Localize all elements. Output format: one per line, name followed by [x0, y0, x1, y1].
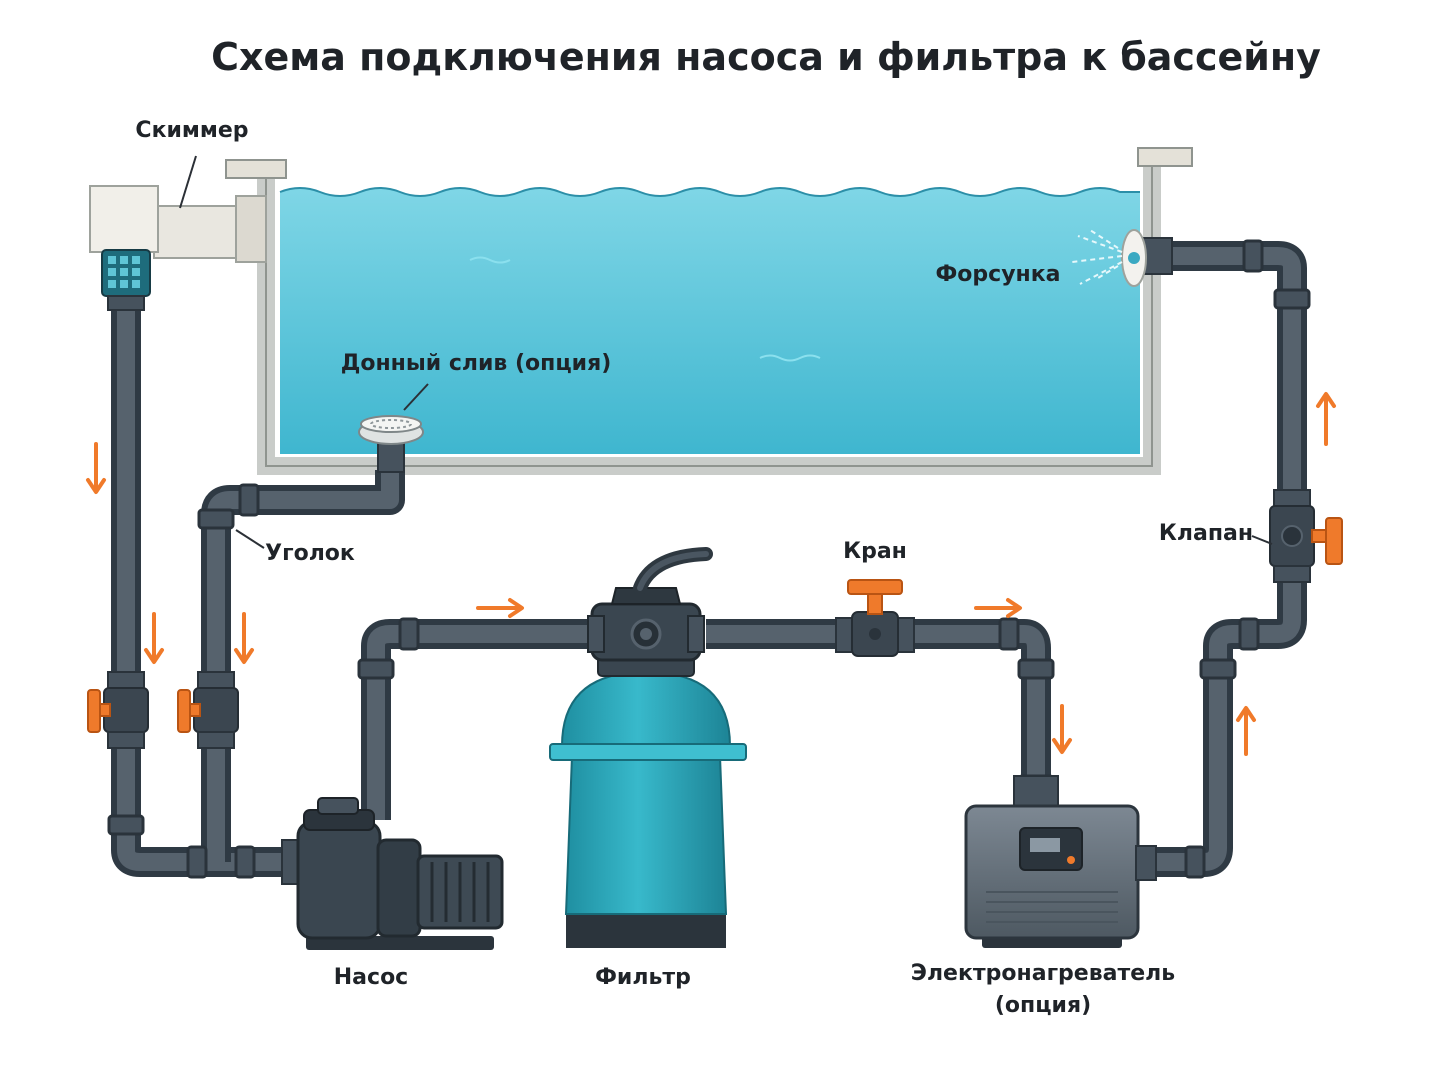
- flow-arrow-icon: [234, 612, 254, 664]
- heater-label-line2: (опция): [995, 993, 1091, 1018]
- drain-leader: [403, 383, 429, 411]
- valve-leader: [1251, 535, 1273, 545]
- flow-arrows: [86, 392, 1336, 756]
- filter-icon: [549, 547, 747, 948]
- heater-label-line1: Электронагреватель: [911, 961, 1175, 986]
- valve-label: Клапан: [1159, 521, 1253, 546]
- bottom-drain-icon: [358, 415, 424, 473]
- tap-valve-icon[interactable]: [835, 579, 915, 657]
- elbow-leader: [235, 529, 265, 549]
- flow-arrow-icon: [476, 598, 524, 618]
- skimmer-icon: [89, 185, 267, 311]
- pump-label: Насос: [334, 965, 408, 990]
- skimmer-leader: [179, 155, 197, 209]
- flow-arrow-icon: [1316, 392, 1336, 446]
- pipework: [107, 239, 1311, 879]
- flow-arrow-icon: [86, 442, 106, 494]
- elbow-label: Уголок: [265, 541, 355, 566]
- diagram-title: Схема подключения насоса и фильтра к бас…: [211, 35, 1321, 79]
- pool-basin: [225, 147, 1193, 475]
- heater-icon: [964, 775, 1157, 948]
- flow-arrow-icon: [1052, 704, 1072, 754]
- pool-water: [280, 188, 1140, 454]
- bottom-drain-label: Донный слив (опция): [341, 351, 612, 376]
- nozzle-icon: [1071, 229, 1173, 287]
- skimmer-line-valve-icon[interactable]: [87, 671, 149, 749]
- pump-icon: [281, 797, 504, 950]
- filter-label: Фильтр: [595, 965, 691, 990]
- tap-label: Кран: [843, 539, 907, 564]
- flow-arrow-icon: [144, 612, 164, 664]
- drain-line-valve-icon[interactable]: [177, 671, 239, 749]
- skimmer-label: Скиммер: [135, 118, 248, 143]
- flow-arrow-icon: [974, 598, 1022, 618]
- nozzle-label: Форсунка: [935, 262, 1060, 287]
- return-valve-icon[interactable]: [1269, 489, 1343, 583]
- flow-arrow-icon: [1236, 706, 1256, 756]
